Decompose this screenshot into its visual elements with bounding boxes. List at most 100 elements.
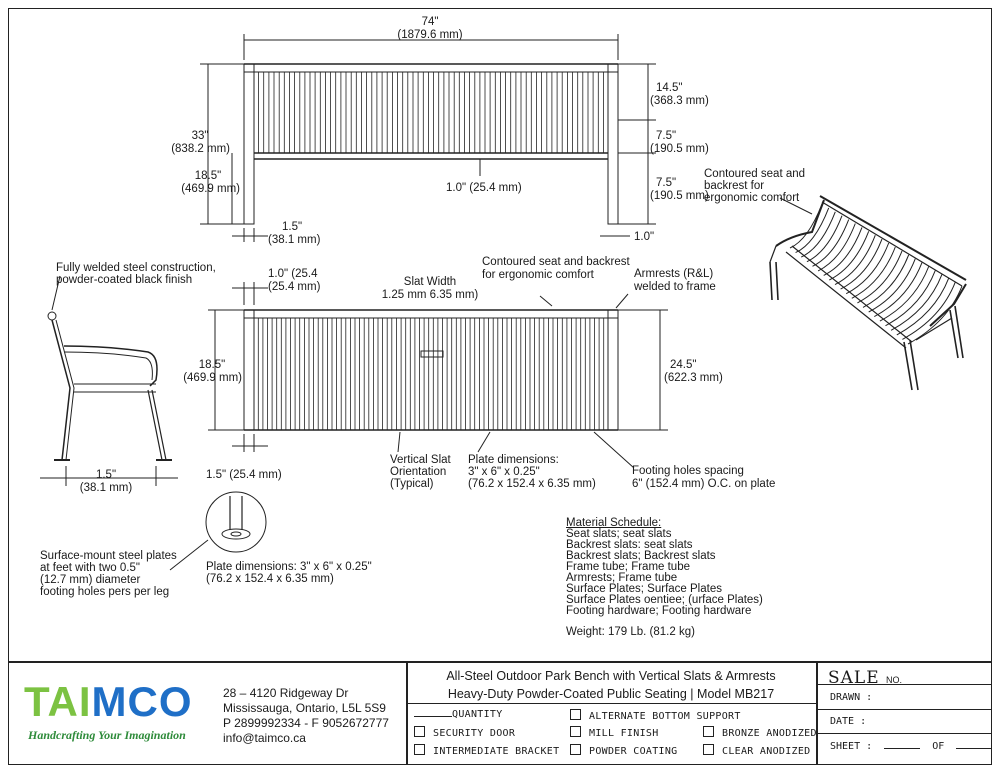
footing-label: Footing holes spacing (632, 465, 744, 477)
slat (474, 71, 481, 154)
slat (405, 317, 411, 431)
iso-slat (829, 231, 870, 281)
plate-detail (169, 491, 267, 571)
slat (391, 71, 398, 154)
slat (580, 317, 586, 431)
slat (525, 71, 532, 154)
material-row: Surface Plates; Surface Plates (566, 583, 722, 595)
slat (577, 71, 584, 154)
seat-height-dim: 18.5" (194, 170, 222, 182)
checkbox-icon[interactable] (570, 726, 581, 737)
drawn-field[interactable]: DRAWN : (830, 692, 873, 703)
back-upper-dim: 14.5" (656, 82, 683, 94)
material-schedule-title: Material Schedule: (566, 517, 662, 529)
date-field[interactable]: DATE : (830, 716, 867, 727)
slat (322, 317, 328, 431)
back-mid-dim: 7.5" (656, 130, 677, 142)
option-security-door[interactable]: SECURITY DOOR (414, 726, 515, 739)
slat (534, 317, 540, 431)
option-clear-anodized[interactable]: CLEAR ANODIZED (703, 744, 811, 757)
side-foot-dim: 1.5" (95, 469, 117, 481)
material-row: Backrest slats: seat slats (566, 539, 693, 551)
weld-label-2: powder-coated black finish (56, 274, 193, 286)
sale-no-field[interactable]: SALE NO. (828, 668, 903, 688)
tube-mm: (25.4 mm) (268, 281, 321, 293)
slat (587, 71, 594, 154)
slat (371, 71, 378, 154)
slat (386, 317, 393, 431)
slat (515, 317, 522, 431)
weight-label: Weight: 179 Lb. (81.2 kg) (566, 626, 695, 638)
rail-dim: 1.0" (25.4 mm) (446, 182, 522, 194)
iso-slat (800, 211, 836, 258)
material-row: Seat slats; seat slats (566, 528, 672, 540)
slat (331, 317, 337, 431)
checkbox-icon[interactable] (414, 726, 425, 737)
slat (313, 317, 319, 431)
slat (453, 71, 460, 154)
slat (432, 317, 439, 431)
iso-slat (806, 215, 843, 263)
iso-slat (902, 281, 956, 340)
company-logo: TAIMCO (24, 678, 193, 725)
surface-label-2: at feet with two 0.5" (40, 562, 140, 574)
slat (460, 317, 466, 431)
front-height-mm: (469.9 mm) (183, 372, 242, 384)
option-mill-finish[interactable]: MILL FINISH (570, 726, 659, 739)
surface-label-3: (12.7 mm) diameter (40, 574, 141, 586)
slat (258, 71, 265, 154)
option-bronze-anodized[interactable]: BRONZE ANODIZED (703, 726, 817, 739)
checkbox-icon[interactable] (414, 744, 425, 755)
option-powder-coating[interactable]: POWDER COATING (570, 744, 678, 757)
slat (299, 71, 306, 154)
slat (340, 71, 347, 154)
address-line: P 2899992334 - F 9052672777 (223, 716, 389, 730)
checkbox-icon[interactable] (570, 744, 581, 755)
iso-slat (789, 203, 823, 249)
iso-slat (845, 242, 890, 295)
sheet-field[interactable]: SHEET : OF (830, 741, 993, 752)
material-row: Frame tube; Frame tube (566, 561, 690, 573)
slat (257, 317, 264, 431)
slat (497, 317, 503, 431)
back-mid-mm: (190.5 mm) (650, 143, 709, 155)
front-height-right-mm: (622.3 mm) (664, 372, 723, 384)
slat (525, 317, 531, 431)
slat (319, 71, 326, 154)
post-right-dim: 1.0" (634, 231, 655, 243)
quantity-field[interactable]: QUANTITY (414, 709, 503, 720)
checkbox-icon[interactable] (703, 744, 714, 755)
slat (268, 71, 275, 154)
slat (561, 317, 568, 431)
post-left-mm: (38.1 mm) (268, 234, 321, 246)
slat (423, 317, 430, 431)
height-dim: 33" (191, 130, 209, 142)
option-alternate-bottom-support[interactable]: ALTERNATE BOTTOM SUPPORT (570, 709, 741, 722)
iso-slat (907, 285, 963, 345)
surface-label-1: Surface-mount steel plates (40, 550, 177, 562)
checkbox-icon[interactable] (703, 726, 714, 737)
slat-width-title: Slat Width (403, 276, 457, 288)
address-line: info@taimco.ca (223, 731, 306, 745)
slat (598, 317, 605, 431)
slat (469, 317, 476, 431)
footing-label-2: 6" (152.4 mm) O.C. on plate (632, 478, 776, 490)
detail-plate-1: Plate dimensions: 3" x 6" x 0.25" (206, 561, 372, 573)
iso-label-3: ergonomic comfort (704, 192, 800, 204)
vertical-slat-label: Vertical Slat (390, 454, 451, 466)
slat (285, 317, 291, 431)
iso-slat (896, 278, 950, 336)
option-intermediate-bracket[interactable]: INTERMEDIATE BRACKET (414, 744, 559, 757)
slat (505, 71, 512, 154)
material-row: Backrest slats; Backrest slats (566, 550, 716, 562)
iso-slat (823, 227, 863, 276)
slat (414, 317, 420, 431)
slat (571, 317, 577, 431)
slat-width-value: 1.25 mm 6.35 mm) (381, 289, 479, 301)
iso-label-1: Contoured seat and (704, 168, 806, 180)
typical-label: (Typical) (390, 478, 434, 490)
checkbox-icon[interactable] (570, 709, 581, 720)
slat (552, 317, 558, 431)
material-row: Surface Plates oentiee; (urface Plates) (566, 594, 763, 606)
